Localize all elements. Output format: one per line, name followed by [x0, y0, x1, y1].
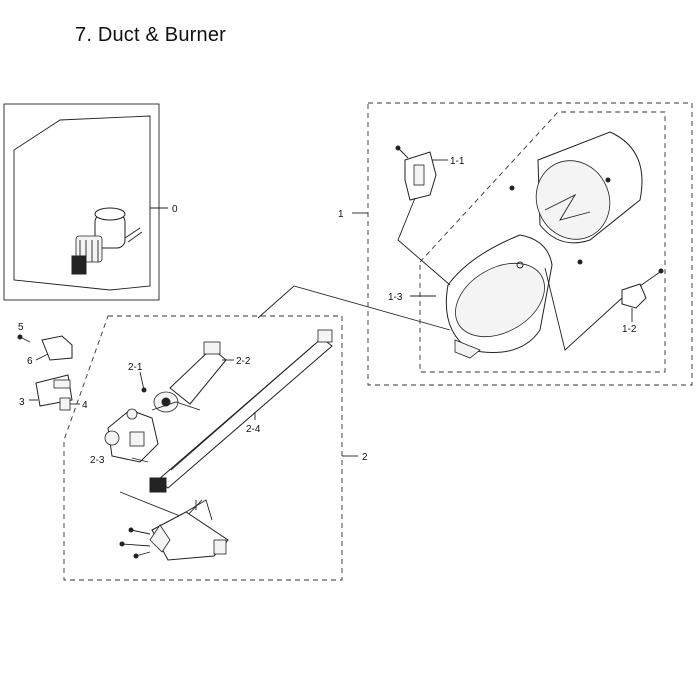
label-part-1-3: 1-3 [388, 292, 403, 303]
duct-group: 1 1-1 1-2 [338, 102, 693, 386]
label-part-4: 4 [82, 400, 88, 411]
label-part-6: 6 [27, 356, 33, 367]
page-title: 7. Duct & Burner [75, 24, 227, 46]
label-part-1-2: 1-2 [622, 324, 637, 335]
label-part-0: 0 [172, 204, 178, 215]
burner-bracket [149, 499, 229, 561]
burner-tube-part-2-4 [149, 329, 333, 493]
label-part-3: 3 [19, 397, 25, 408]
label-part-2-1: 2-1 [128, 362, 143, 373]
burner-group: 2 2-4 2-2 2-1 2-3 [63, 315, 368, 581]
label-part-1-1: 1-1 [450, 156, 465, 167]
label-part-2: 2 [362, 452, 368, 463]
sensor-part-1-2 [621, 268, 664, 309]
duct-lower-shell [445, 234, 553, 359]
assembly-thumbnail-icon [71, 207, 143, 275]
block-part-4 [59, 397, 71, 411]
label-part-2-2: 2-2 [236, 356, 251, 367]
label-part-5: 5 [18, 322, 24, 333]
small-parts-group: 5 6 3 4 [17, 322, 88, 411]
duct-upper-shell [535, 131, 643, 244]
clip-part-6 [41, 335, 73, 361]
label-part-2-3: 2-3 [90, 455, 105, 466]
label-part-1: 1 [338, 209, 344, 220]
screw-icon [509, 185, 515, 191]
gas-valve-part-2-3 [104, 408, 159, 463]
assembly-overview-box: 0 [3, 103, 178, 301]
bracket-part-1-1 [395, 145, 437, 201]
screw-icon [605, 177, 611, 183]
burner-head-part-2-2 [153, 341, 227, 413]
screw-icon [577, 259, 583, 265]
label-part-2-4: 2-4 [246, 424, 261, 435]
